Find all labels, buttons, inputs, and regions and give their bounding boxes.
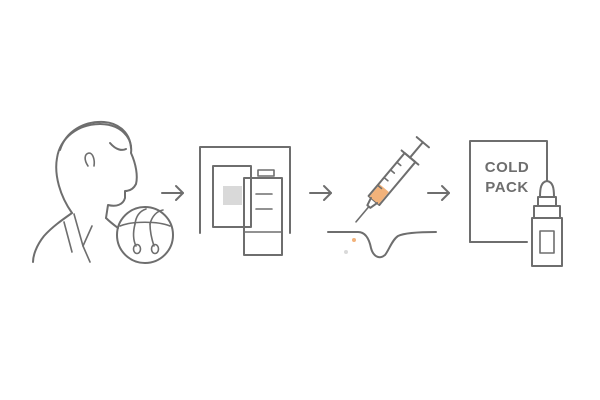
photo-placeholder (223, 186, 242, 205)
syringe-injection-icon (327, 136, 437, 259)
documents-icon (199, 146, 291, 256)
cold-pack-label-line-1: COLD (485, 159, 530, 176)
arrow-right-icon (161, 185, 184, 201)
droplet (344, 250, 348, 254)
droplet (352, 238, 356, 242)
arrow-right-icon (309, 185, 332, 201)
serum-bottle-icon (531, 180, 563, 267)
person-hair-follicle-icon (32, 120, 174, 264)
cold-pack-serum-icon: COLD PACK (469, 140, 563, 267)
medication-fill (369, 184, 389, 205)
cold-pack-label-line-2: PACK (485, 179, 528, 196)
arrow-right-icon (427, 185, 450, 201)
